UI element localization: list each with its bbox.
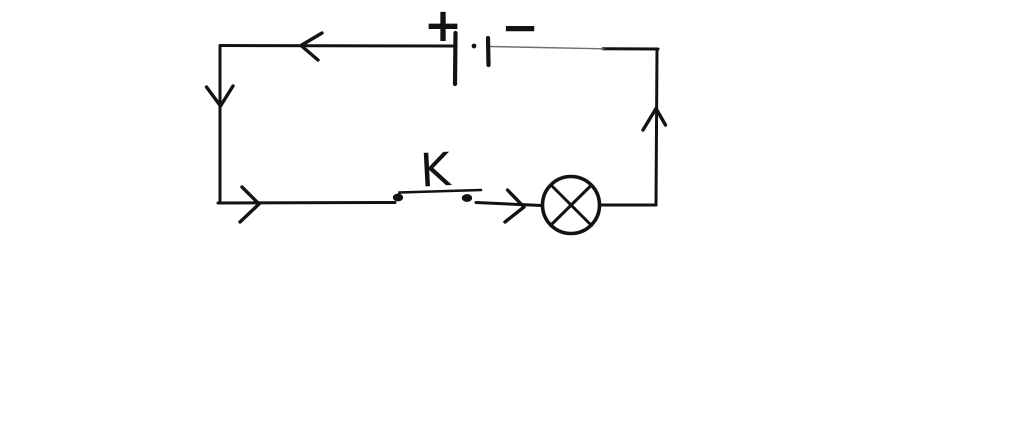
switch: K <box>392 142 483 202</box>
current-arrow-bottom-wire-right-icon <box>238 185 261 224</box>
switch-contact-right <box>461 194 473 202</box>
battery-positive-label: + <box>424 0 463 52</box>
battery-negative-plate <box>485 35 491 68</box>
battery-negative-label: − <box>501 0 539 54</box>
switch-lever <box>397 188 483 198</box>
battery: + − <box>424 0 539 87</box>
wire-right <box>654 47 659 207</box>
circuit-wires <box>216 44 660 207</box>
wire-bottom-left <box>216 201 397 205</box>
lamp <box>540 174 602 236</box>
current-arrow-left-wire-down-icon <box>204 84 235 108</box>
current-arrow-before-lamp-right-icon <box>503 188 526 224</box>
current-arrow-right-wire-up-icon <box>641 106 668 132</box>
ink-dot <box>471 43 477 49</box>
wire-switch-to-lamp <box>474 201 544 207</box>
current-arrows <box>204 31 668 224</box>
switch-label: K <box>419 142 454 198</box>
battery-positive-plate <box>452 30 458 87</box>
wire-top-left <box>218 44 455 48</box>
lamp-cross-stroke-2 <box>549 184 593 227</box>
current-arrow-top-wire-left-icon <box>299 31 324 62</box>
wire-battery-to-right-thin <box>489 45 605 50</box>
lamp-circle <box>540 174 602 236</box>
switch-contact-left <box>392 193 404 202</box>
